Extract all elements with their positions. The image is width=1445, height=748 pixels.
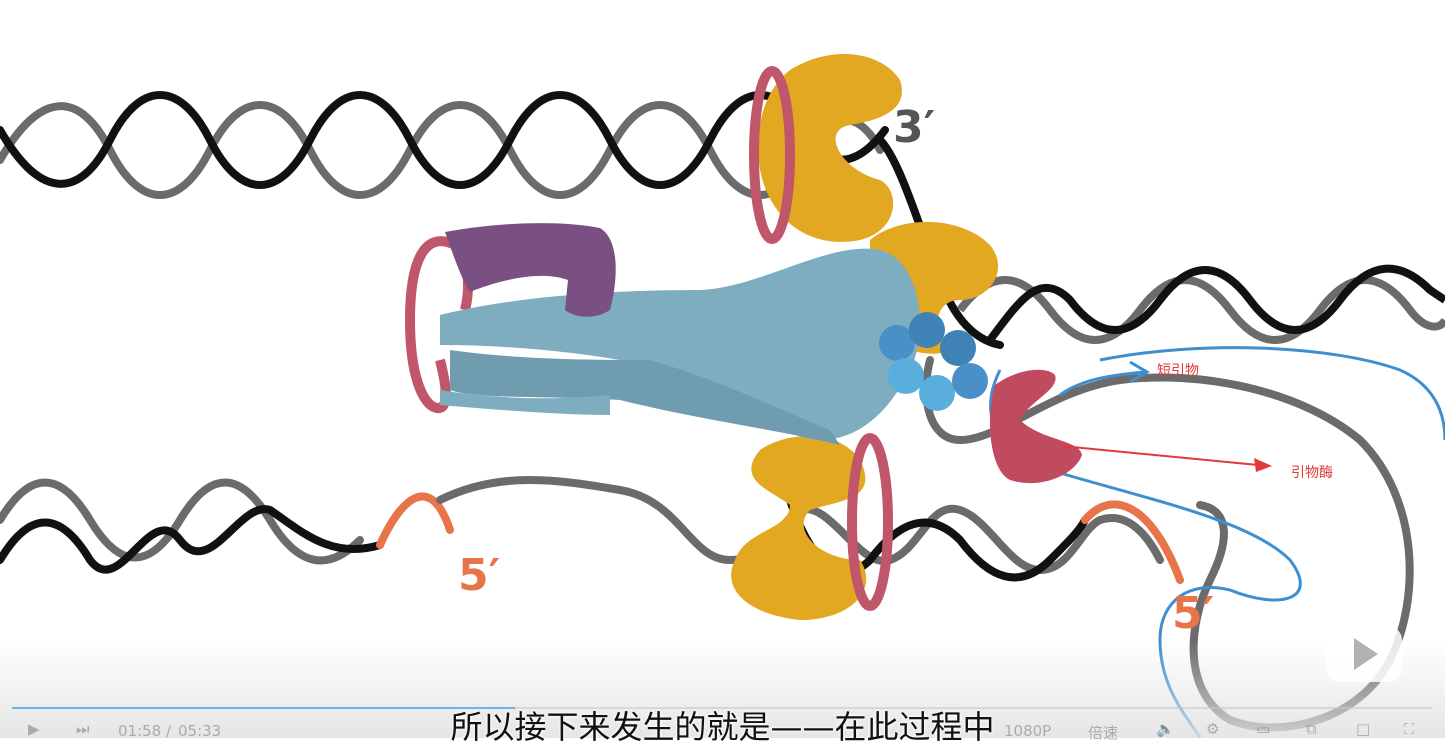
dna-polymerase <box>440 248 920 445</box>
speed-button[interactable]: 倍速 <box>1088 724 1119 742</box>
annotation-arrowhead-icon <box>1254 458 1272 472</box>
play-icon[interactable]: ▶ <box>28 720 40 738</box>
five-prime-label-left: 5′ <box>458 550 500 601</box>
pip-icon[interactable]: ⧉ <box>1306 720 1317 738</box>
three-prime-label: 3′ <box>893 102 935 153</box>
annotation-short-primer: 短引物 <box>1157 363 1199 379</box>
clamp-loader <box>445 223 616 317</box>
annotation-primase: 引物酶 <box>1291 465 1333 481</box>
progress-fill <box>12 707 515 709</box>
bilibili-tv-icon[interactable] <box>1322 612 1406 684</box>
settings-icon[interactable]: ⚙ <box>1206 720 1220 738</box>
widescreen-icon[interactable]: ▭ <box>1256 720 1271 738</box>
next-icon[interactable]: ⏭ <box>76 720 90 738</box>
five-prime-label-right: 5′ <box>1172 588 1214 639</box>
right-dna-helix <box>956 264 1445 344</box>
primase <box>990 369 1082 484</box>
nucleotides <box>879 312 988 411</box>
current-time: 01:58 <box>118 722 162 740</box>
quality-button[interactable]: 1080P <box>1004 722 1052 740</box>
total-time: 05:33 <box>178 722 222 740</box>
player-controls-backdrop <box>0 640 1445 738</box>
fullscreen-icon[interactable]: ⛶ <box>1404 720 1415 738</box>
progress-bar[interactable] <box>12 707 1432 709</box>
web-fullscreen-icon[interactable]: □ <box>1356 720 1371 738</box>
annotation-arrow <box>1061 445 1259 466</box>
volume-icon[interactable]: 🔈 <box>1156 720 1175 738</box>
player-control-bar: ▶ ⏭ 01:58 / 05:33 1080P 倍速 🔈 ⚙ ▭ ⧉ □ ⛶ <box>0 718 1445 742</box>
time-separator: / <box>166 722 172 740</box>
